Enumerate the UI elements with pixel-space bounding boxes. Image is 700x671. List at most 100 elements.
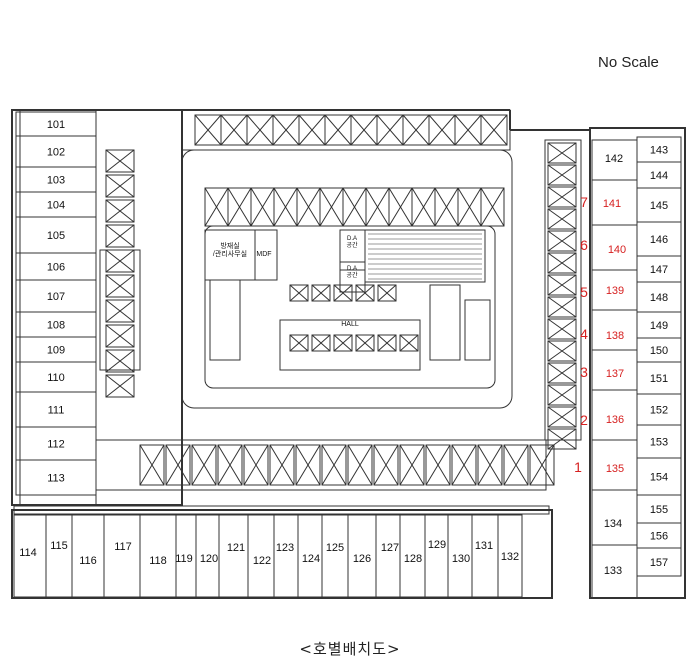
plan-caption: <호별배치도> [299,640,401,658]
da-space-label: 공간 [346,241,358,249]
unit-cell [375,514,401,598]
unit-label-131: 131 [475,540,493,552]
unit-label-155: 155 [650,504,668,516]
parking-marker-6: 6 [580,237,588,253]
parking-bay [246,114,274,146]
unit-label-137: 137 [606,368,624,380]
unit-label-115: 115 [50,540,68,552]
unit-label-124: 124 [302,553,320,565]
unit-label-113: 113 [47,473,65,485]
unit-label-152: 152 [650,405,668,417]
parking-bay [547,428,577,450]
unit-label-114: 114 [19,547,37,559]
elevator-car [333,334,353,352]
parking-bay [227,187,252,227]
parking-bay [399,444,425,486]
right-stair [429,284,461,361]
unit-cell [636,547,682,577]
parking-bay [319,187,344,227]
unit-label-121: 121 [227,542,245,554]
parking-bay [220,114,248,146]
parking-bay [454,114,482,146]
parking-bay [298,114,326,146]
parking-bay [547,142,577,164]
top-parking-strip [181,109,511,151]
parking-bay [388,187,413,227]
unit-label-123: 123 [276,542,294,554]
unit-label-150: 150 [650,345,668,357]
unit-cell [424,514,449,598]
parking-bay [105,224,135,248]
central-building [204,225,496,389]
unit-label-122: 122 [253,555,271,567]
unit-label-133: 133 [604,565,622,577]
parking-bay [411,187,436,227]
parking-bay [105,324,135,348]
parking-marker-7: 7 [580,194,588,210]
unit-label-107: 107 [47,291,65,303]
left-wall-band [11,109,21,506]
parking-bay [250,187,275,227]
parking-bay [547,362,577,384]
parking-bay [451,444,477,486]
unit-label-101: 101 [47,119,65,131]
parking-bay [547,186,577,208]
unit-cell [103,514,141,598]
bottom-band [13,505,550,515]
parking-bay [105,149,135,173]
hall-label: HALL [341,321,359,328]
right-parking-column [544,139,582,441]
parking-bay [105,249,135,273]
unit-label-117: 117 [114,541,132,553]
parking-bay [105,199,135,223]
unit-label-102: 102 [47,147,65,159]
elevator-car [311,334,331,352]
parking-bay [105,374,135,398]
parking-marker-1: 1 [574,459,582,475]
unit-label-130: 130 [452,553,470,565]
unit-label-136: 136 [606,414,624,426]
unit-cell [497,514,523,598]
parking-bay [194,114,222,146]
left-stair [209,279,241,361]
parking-bay [165,444,191,486]
unit-label-156: 156 [650,531,668,543]
unit-label-128: 128 [404,553,422,565]
parking-bay [547,252,577,274]
parking-bay [547,406,577,428]
parking-bay [204,187,229,227]
unit-label-106: 106 [47,262,65,274]
mgmt-room-label: 방재실 [220,241,239,250]
parking-bay [428,114,456,146]
parking-marker-4: 4 [580,326,588,342]
unit-label-140: 140 [608,244,626,256]
unit-cell [218,514,249,598]
parking-bay [425,444,451,486]
unit-label-154: 154 [650,472,668,484]
parking-bay [547,164,577,186]
da-space-label: D.A [347,266,357,272]
parking-bay [477,444,503,486]
unit-label-139: 139 [606,285,624,297]
bottom-parking-strip [95,439,547,491]
unit-label-141: 141 [603,198,621,210]
parking-bay [269,444,295,486]
mgmt-room-label: /관리사무실 [213,249,247,258]
parking-bay [321,444,347,486]
left-wing-outline [11,109,183,506]
da-space-label: D.A [347,236,357,242]
parking-bay [480,114,508,146]
unit-cell [273,514,299,598]
elevator-car [355,284,375,302]
parking-bay [402,114,430,146]
unit-label-142: 142 [605,153,623,165]
parking-bay [296,187,321,227]
parking-bay [503,444,529,486]
parking-marker-2: 2 [580,412,588,428]
parking-bay [547,208,577,230]
unit-label-145: 145 [650,200,668,212]
parking-marker-3: 3 [580,364,588,380]
unit-labels: 1011021031041051061071081091101111121131… [19,119,668,577]
unit-label-110: 110 [47,372,65,384]
